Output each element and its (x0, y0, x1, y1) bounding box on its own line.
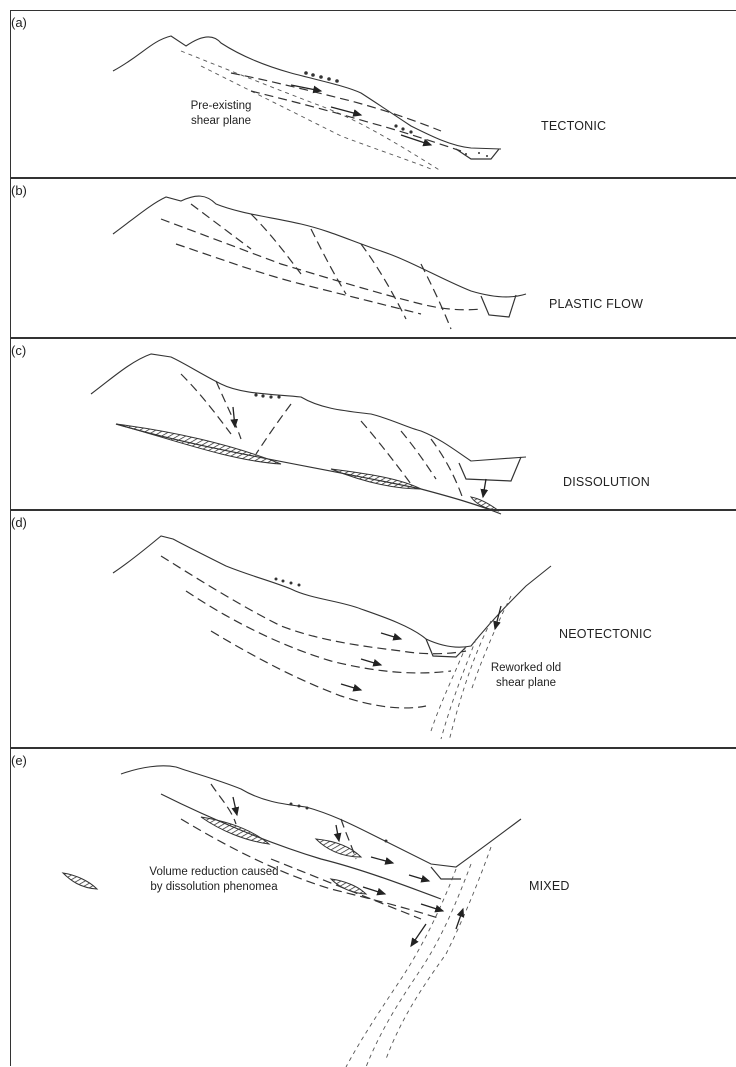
panel-e-type: MIXED (529, 879, 570, 893)
panel-e-drawing (1, 749, 736, 1067)
panel-a: (a) Pre-existing shear plane TECTONIC (10, 10, 736, 178)
panel-d-debris (275, 578, 301, 587)
panel-c-type: DISSOLUTION (563, 475, 650, 489)
panel-c: (c) DISSOLUTION (10, 338, 736, 510)
panel-a-note: Pre-existing shear plane (161, 99, 281, 129)
legend-text: Volume reduction caused by dissolution p… (119, 865, 309, 895)
panel-e: (e) Vol (10, 748, 736, 1066)
panel-a-type: TECTONIC (541, 119, 606, 133)
panel-d: (d) Reworked old shear plane NEOTECTONIC (10, 510, 736, 748)
panel-d-type: NEOTECTONIC (559, 627, 652, 641)
panel-b: (b) PLASTIC FLOW (10, 178, 736, 338)
panel-b-drawing (1, 179, 736, 339)
legend-text-content: Volume reduction caused by dissolution p… (149, 866, 278, 893)
panel-b-type: PLASTIC FLOW (549, 297, 643, 311)
panel-a-note-text: Pre-existing shear plane (191, 100, 252, 127)
panel-d-note: Reworked old shear plane (471, 661, 581, 691)
legend-hatch-symbol (63, 873, 97, 889)
panel-d-note-text: Reworked old shear plane (491, 662, 561, 689)
panel-a-drawing (1, 11, 736, 179)
